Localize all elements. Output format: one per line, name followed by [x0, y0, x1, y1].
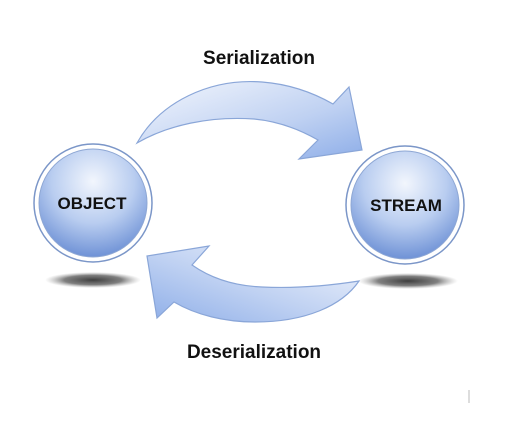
- stream-node-shadow: [358, 273, 458, 289]
- object-node-label: OBJECT: [58, 194, 128, 213]
- deserialization-arrow: [146, 245, 361, 323]
- object-node-shadow: [45, 272, 141, 288]
- stream-node-label: STREAM: [370, 196, 442, 215]
- object-node: OBJECT: [33, 143, 153, 263]
- serialization-arrow: [135, 80, 363, 160]
- deserialization-label: Deserialization: [187, 342, 321, 363]
- stream-node: STREAM: [345, 145, 465, 265]
- serialization-label: Serialization: [203, 48, 315, 69]
